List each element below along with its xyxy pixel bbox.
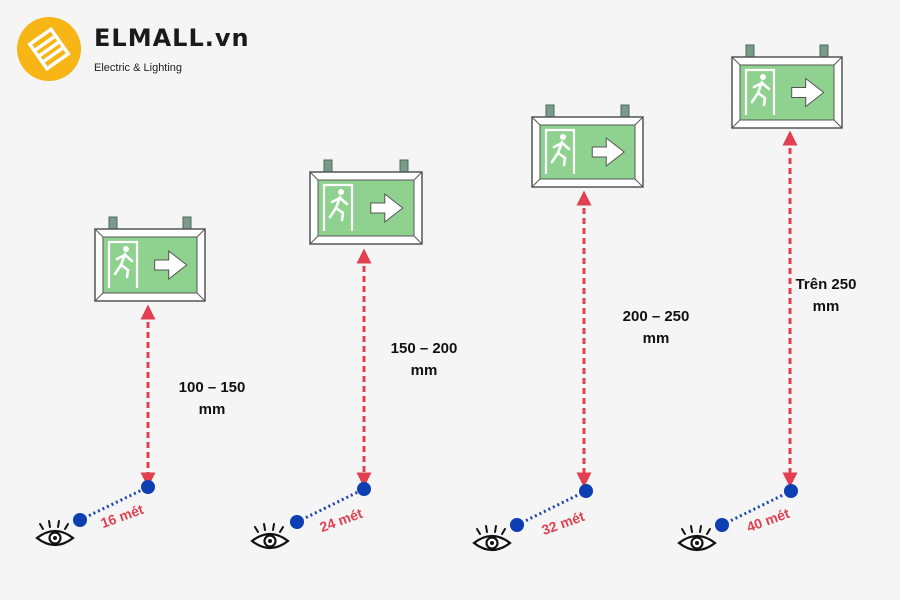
brand-name: ELMALL.vn (94, 24, 250, 52)
running-man-exit-icon (107, 240, 139, 288)
scenario-1 (35, 216, 206, 547)
sign-bracket-left (545, 104, 555, 118)
scenario-4 (677, 44, 843, 552)
height-label-range: 100 – 150 (178, 379, 246, 396)
sign-bracket-right (182, 216, 192, 230)
sign-point-dot (357, 482, 371, 496)
height-label-unit: mm (642, 330, 670, 347)
height-label-unit: mm (812, 298, 840, 315)
height-label: 100 – 150 mm (179, 377, 246, 421)
running-man-exit-icon (544, 128, 576, 174)
running-man-exit-icon (322, 183, 354, 231)
arrow-right-icon (370, 192, 404, 224)
eye-icon (250, 523, 290, 550)
height-label: 200 – 250 mm (623, 306, 690, 350)
sign-bracket-left (323, 159, 333, 173)
eye-icon (35, 520, 75, 547)
scenario-2 (250, 159, 423, 550)
height-label-range: Trên 250 (795, 276, 857, 293)
height-label-range: 150 – 200 (390, 340, 458, 357)
sign-point-dot (141, 480, 155, 494)
height-label: Trên 250 mm (796, 274, 857, 318)
sign-bracket-left (745, 44, 755, 58)
sign-bracket-right (620, 104, 630, 118)
sign-bracket-left (108, 216, 118, 230)
scenario-3 (472, 104, 644, 552)
sign-bracket-right (819, 44, 829, 58)
eye-icon (472, 525, 512, 552)
sign-point-dot (579, 484, 593, 498)
viewer-point-dot (73, 513, 87, 527)
eye-icon (677, 525, 717, 552)
sign-bracket-right (399, 159, 409, 173)
sign-point-dot (784, 484, 798, 498)
viewer-point-dot (715, 518, 729, 532)
height-label-unit: mm (410, 362, 438, 379)
viewer-point-dot (290, 515, 304, 529)
viewer-point-dot (510, 518, 524, 532)
brand-tagline: Electric & Lighting (94, 62, 183, 74)
height-label: 150 – 200 mm (391, 338, 458, 382)
arrow-right-icon (791, 77, 825, 108)
running-man-exit-icon (744, 68, 776, 115)
arrow-right-icon (591, 136, 626, 168)
brand-header: ELMALL.vn Electric & Lighting (16, 16, 256, 86)
sun-panel-logo-icon (17, 17, 81, 81)
arrow-right-icon (154, 249, 188, 281)
height-label-range: 200 – 250 (622, 308, 690, 325)
height-label-unit: mm (198, 401, 226, 418)
